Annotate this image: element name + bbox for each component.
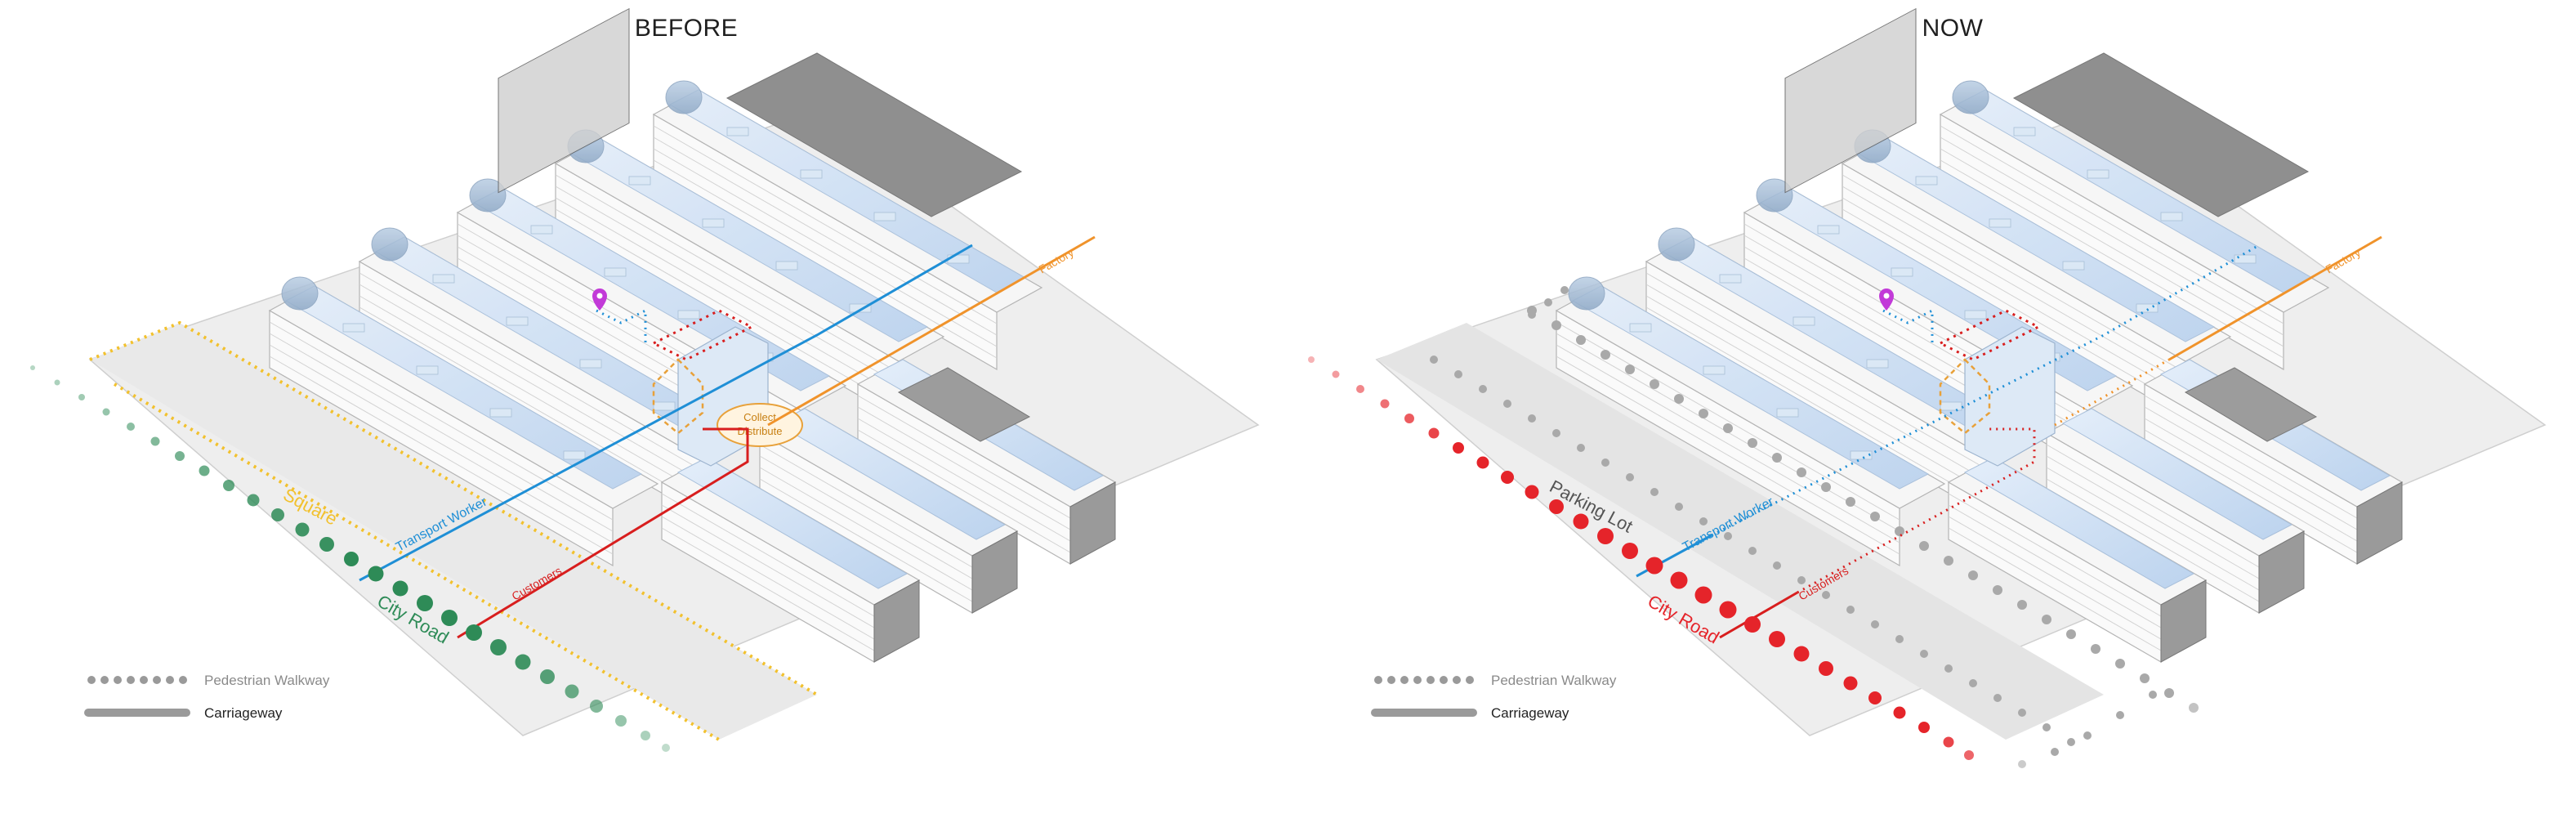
collect-hex: [652, 358, 704, 435]
factory-route-dashed: [2054, 358, 2170, 427]
legend-before: Pedestrian Walkway Carriageway: [84, 673, 330, 721]
collect-label: Collect: [743, 411, 776, 423]
legend-pedestrian: Pedestrian Walkway: [204, 673, 330, 688]
facade-detail: [1784, 7, 1917, 194]
now-panel: Transport Worker Customers Factory Parki…: [1308, 7, 2547, 768]
location-pin-icon: [592, 288, 607, 311]
customers-route: [457, 427, 749, 639]
parking-lot-zone: [1377, 323, 2104, 740]
factory-route: [2168, 235, 2382, 361]
legend-carriageway: Carriageway: [204, 705, 283, 721]
warehouse-blocks: [1556, 52, 2403, 663]
factory-label: Factory: [1037, 245, 1076, 275]
distribute-label: Distribute: [738, 425, 783, 437]
legend-carriageway: Carriageway: [1491, 705, 1569, 721]
factory-label: Factory: [2324, 245, 2363, 275]
legend-pedestrian: Pedestrian Walkway: [1491, 673, 1617, 688]
square-boundary: [89, 320, 819, 696]
warehouse-blocks: [269, 52, 1116, 663]
panel-title-before: BEFORE: [634, 15, 739, 42]
collect-distribute-badge: [717, 403, 803, 447]
city-road-green-dots: [30, 365, 670, 752]
legend-now: Pedestrian Walkway Carriageway: [1371, 673, 1617, 721]
factory-route: [767, 235, 1096, 427]
before-panel: Collect Distribute Transport Worker Cust…: [30, 7, 1260, 752]
pedestrian-legend-icon: [1374, 676, 1474, 684]
panel-title-now: NOW: [1922, 15, 1984, 42]
city-road-red-dots: [1308, 356, 1974, 760]
pedestrian-walkway-dots: [1430, 286, 2199, 768]
transport-worker-route: [359, 244, 973, 582]
pedestrian-legend-icon: [87, 676, 187, 684]
location-pin-icon: [1879, 288, 1894, 311]
facade-detail: [498, 7, 630, 194]
collect-hex: [1939, 358, 1991, 435]
central-core: [1964, 326, 2056, 467]
customers-route: [1719, 591, 1798, 639]
